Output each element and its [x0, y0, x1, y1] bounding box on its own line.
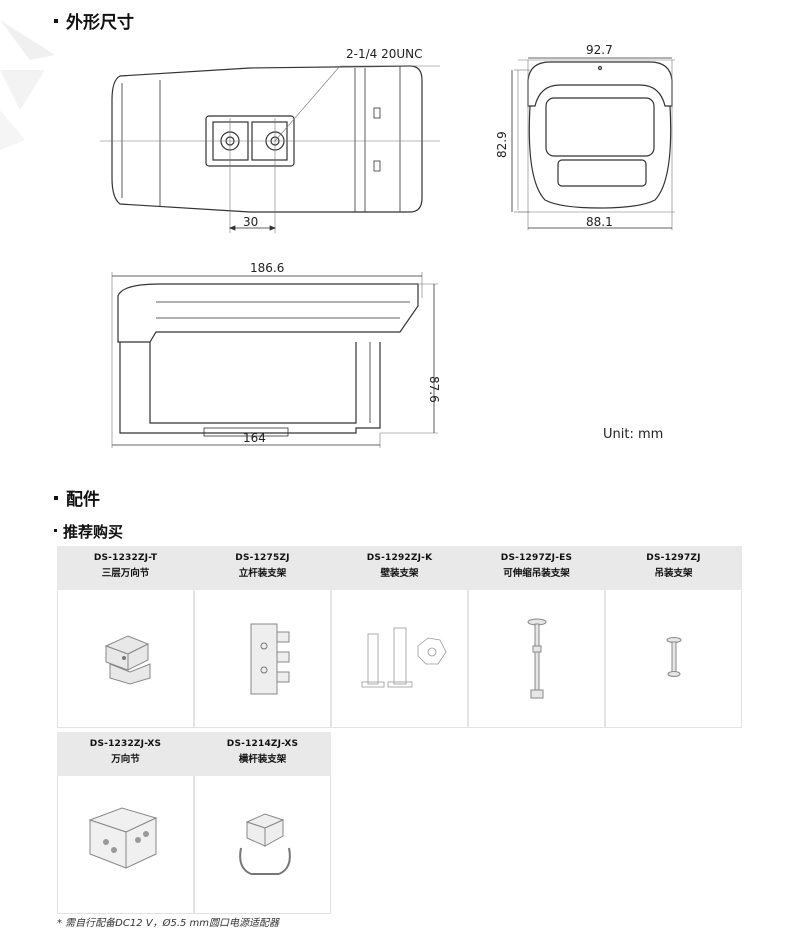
side-length-body-label: 164 — [243, 431, 266, 445]
recommended-section-title: 推荐购买 — [54, 521, 123, 542]
horizontal-pole-bracket-icon — [239, 813, 291, 875]
front-width-bottom-label: 88.1 — [586, 215, 613, 229]
accessory-model: DS-1292ZJ-K — [366, 553, 433, 563]
accessories-row-1: DS-1232ZJ-T 三层万向节 DS-1275ZJ 立杆装支架 — [57, 546, 743, 732]
watermark-logo-icon — [0, 20, 55, 150]
front-width-top-label: 92.7 — [586, 43, 613, 57]
accessory-model: DS-1214ZJ-XS — [226, 739, 299, 749]
dimensions-section-title: 外形尺寸 — [54, 8, 134, 33]
accessory-header: DS-1292ZJ-K 壁装支架 — [331, 546, 468, 590]
accessory-header: DS-1297ZJ 吊装支架 — [605, 546, 742, 590]
side-length-total-label: 186.6 — [250, 261, 284, 275]
pole-mount-bracket-icon — [250, 623, 290, 695]
accessory-header: DS-1297ZJ-ES 可伸缩吊装支架 — [468, 546, 605, 590]
accessory-name: 三层万向节 — [101, 568, 150, 579]
accessories-section-title: 配件 — [54, 485, 100, 510]
accessory-model: DS-1275ZJ — [235, 553, 290, 563]
accessory-model: DS-1232ZJ-XS — [89, 739, 162, 749]
accessory-model: DS-1297ZJ-ES — [500, 553, 573, 563]
accessory-header: DS-1232ZJ-T 三层万向节 — [57, 546, 194, 590]
accessory-card[interactable]: DS-1214ZJ-XS 横杆装支架 — [194, 732, 331, 915]
side-view-drawing: 186.6 164 87.6 — [111, 261, 441, 448]
universal-joint-icon — [88, 807, 158, 869]
telescopic-pendant-bracket-icon — [527, 618, 547, 699]
accessory-name: 壁装支架 — [380, 568, 419, 579]
accessories-row-2: DS-1232ZJ-XS 万向节 DS — [57, 732, 743, 918]
accessory-card[interactable]: DS-1232ZJ-T 三层万向节 — [57, 546, 194, 729]
bottom-spacing-label: 30 — [243, 215, 258, 229]
thread-label: 2-1/4 20UNC — [346, 47, 423, 61]
accessory-card[interactable]: DS-1292ZJ-K 壁装支架 — [331, 546, 468, 729]
accessory-card[interactable]: DS-1297ZJ 吊装支架 — [605, 546, 742, 729]
accessory-card[interactable]: DS-1232ZJ-XS 万向节 — [57, 732, 194, 915]
front-height-label: 82.9 — [495, 131, 509, 158]
accessory-card[interactable]: DS-1297ZJ-ES 可伸缩吊装支架 — [468, 546, 605, 729]
side-height-label: 87.6 — [427, 376, 441, 403]
accessory-header: DS-1275ZJ 立杆装支架 — [194, 546, 331, 590]
accessory-name: 可伸缩吊装支架 — [503, 568, 570, 579]
accessory-header: DS-1214ZJ-XS 横杆装支架 — [194, 732, 331, 776]
footnote: * 需自行配备DC12 V，Ø5.5 mm圆口电源适配器 — [57, 918, 280, 929]
pendant-bracket-icon — [666, 637, 682, 677]
accessory-header: DS-1232ZJ-XS 万向节 — [57, 732, 194, 776]
front-view-drawing: 92.7 88.1 82.9 — [495, 43, 675, 230]
accessory-model: DS-1297ZJ — [646, 553, 701, 563]
accessory-name: 立杆装支架 — [238, 568, 287, 579]
wall-mount-bracket-icon — [361, 627, 447, 688]
accessory-model: DS-1232ZJ-T — [93, 553, 158, 563]
bottom-view-drawing: 2-1/4 20UNC 30 — [100, 47, 440, 233]
accessory-name: 万向节 — [111, 754, 140, 765]
accessory-name: 吊装支架 — [654, 568, 693, 579]
accessory-name: 横杆装支架 — [238, 754, 287, 765]
accessory-card[interactable]: DS-1275ZJ 立杆装支架 — [194, 546, 331, 729]
three-layer-universal-joint-icon — [104, 635, 151, 685]
accessories-table: DS-1232ZJ-T 三层万向节 DS-1275ZJ 立杆装支架 — [57, 546, 743, 918]
unit-label: Unit: mm — [603, 427, 664, 442]
